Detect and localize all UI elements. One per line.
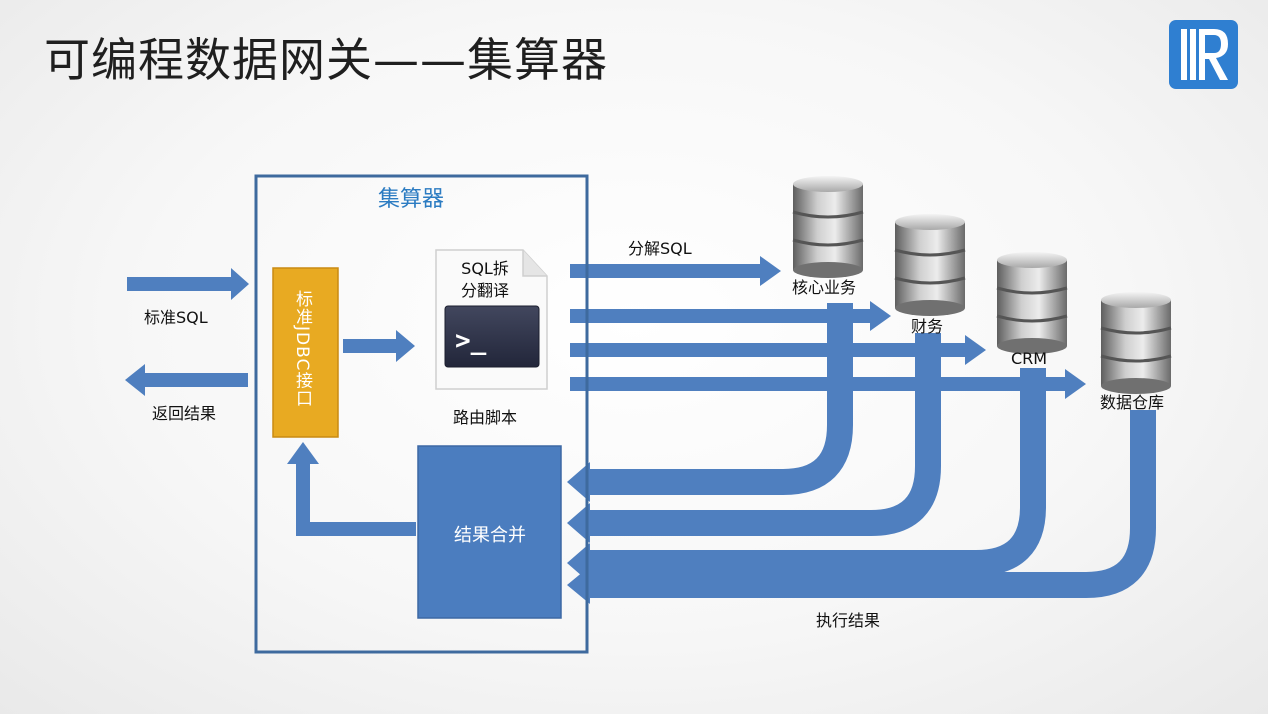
database-icon-crm [996, 252, 1068, 354]
result-paths [590, 303, 1156, 598]
database-label-finance: 财务 [911, 317, 944, 336]
jdbc-box [272, 267, 339, 438]
input-arrow [127, 268, 249, 300]
return-path-crm [590, 368, 1046, 576]
database-label-warehouse: 数据仓库 [1100, 393, 1165, 412]
gateway-box [254, 174, 589, 654]
output-arrow [125, 364, 248, 396]
input-label: 标准SQL [144, 308, 208, 327]
database-icon-finance [894, 214, 966, 316]
arrow-to-warehouse [570, 369, 1086, 399]
script-doc-text: SQL拆 分翻译 [445, 258, 525, 302]
arrow-to-finance [570, 301, 891, 331]
return-arrowhead [567, 503, 590, 543]
box-title: 集算器 [378, 187, 445, 212]
split-arrows [570, 256, 1086, 399]
merge-to-jdbc-arrowhead [287, 442, 319, 464]
terminal-icon [444, 305, 540, 368]
arrow-to-crm [570, 335, 986, 365]
result-arrowheads [567, 462, 590, 604]
return-path-core [590, 303, 853, 495]
database-label-crm: CRM [1011, 349, 1048, 368]
database-label-core: 核心业务 [792, 278, 857, 297]
script-doc-line1: SQL拆 [461, 259, 509, 278]
script-caption: 路由脚本 [453, 408, 518, 427]
split-label: 分解SQL [628, 239, 692, 258]
r-logo-icon [1169, 20, 1238, 89]
arrow-to-core [570, 256, 781, 286]
left-arrows [125, 268, 415, 396]
output-label: 返回结果 [152, 404, 217, 423]
page-title: 可编程数据网关——集算器 [44, 33, 608, 87]
script-doc-line2: 分翻译 [460, 281, 509, 300]
jdbc-label: 标准JDBC接口 [292, 290, 312, 408]
jdbc-to-script-arrow [343, 330, 415, 362]
merge-box [417, 445, 562, 619]
database-icon-warehouse [1100, 292, 1172, 394]
return-path-warehouse [590, 410, 1156, 598]
database-icon-core [792, 176, 864, 278]
return-arrowhead [567, 566, 590, 604]
return-path-finance [590, 333, 941, 536]
merge-to-jdbc-path [296, 462, 416, 536]
merge-label: 结果合并 [454, 525, 526, 546]
svg-text:>_: >_ [455, 326, 487, 356]
script-document: >_ [435, 249, 548, 390]
return-arrowhead [567, 462, 590, 502]
results-label: 执行结果 [816, 611, 881, 630]
